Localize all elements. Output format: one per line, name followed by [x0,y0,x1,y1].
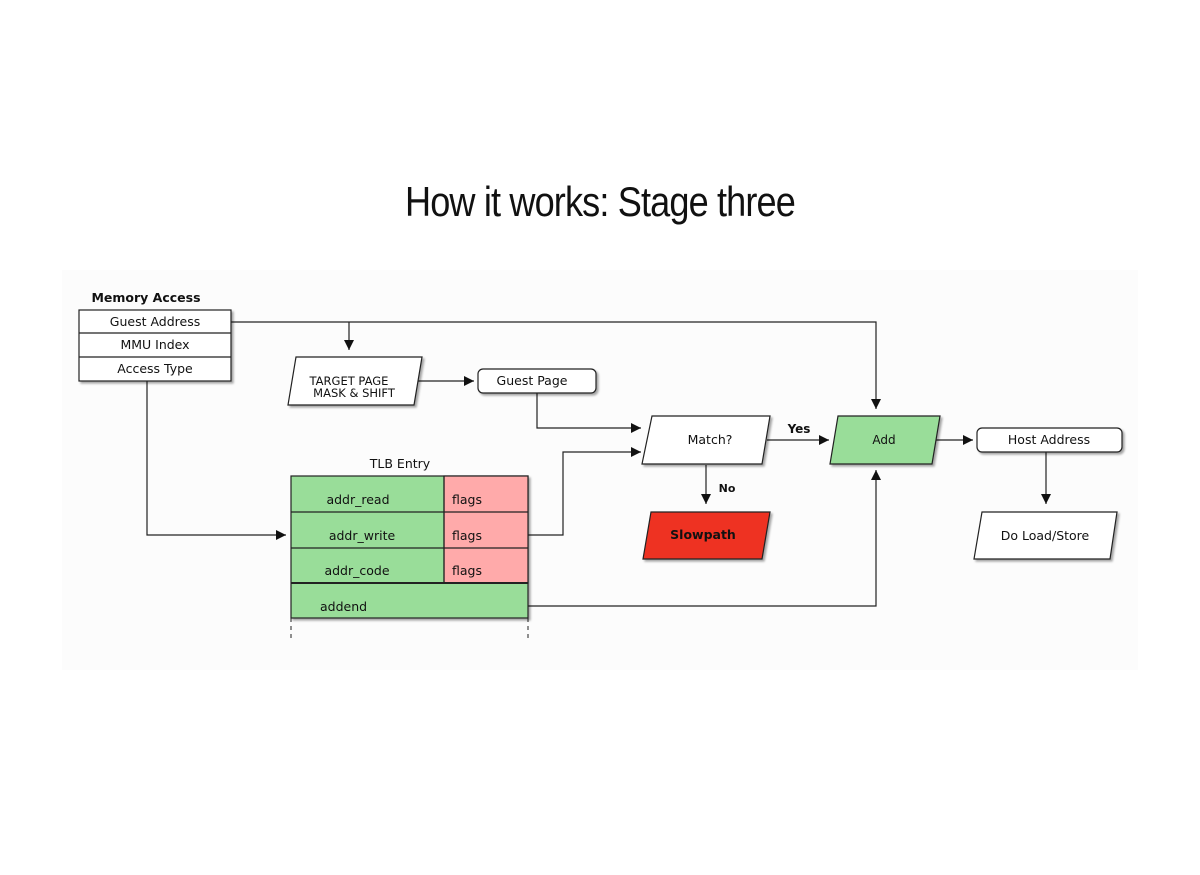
guest-page-node [477,368,597,394]
no-label: No [719,482,736,495]
slowpath-label: Slowpath [670,527,736,542]
tlb-row-addr-code: addr_code [324,563,389,578]
target-page-line1: TARGET PAGE [309,374,389,388]
tlb-entry-label: TLB Entry [369,456,431,471]
match-decision-node [641,415,771,465]
field-access-type: Access Type [117,361,193,376]
tlb-flags-write: flags [452,528,482,543]
edge-tlb-to-match [528,447,641,536]
slide-title: How it works: Stage three [404,178,796,225]
load-store-label: Do Load/Store [1001,528,1090,543]
memory-access-label: Memory Access [91,290,200,305]
target-page-node [287,356,423,406]
guest-page-label: Guest Page [497,373,568,388]
field-guest-address: Guest Address [110,314,200,329]
host-address-node [976,427,1123,453]
edge-addend-to-add [528,470,881,607]
slowpath-node [642,511,771,560]
edge-access-type-to-tlb [146,381,286,540]
load-store-node [973,511,1118,560]
yes-label: Yes [787,422,811,436]
memory-access-record [78,309,232,382]
tlb-row-addr-read: addr_read [326,492,389,507]
edge-guest-address-to-add [231,321,881,409]
field-mmu-index: MMU Index [120,337,189,352]
add-label: Add [872,433,895,447]
tlb-flags-read: flags [452,492,482,507]
tlb-addend: addend [320,599,367,614]
tlb-flags-code: flags [452,563,482,578]
edge-guest-page-to-match [536,393,641,433]
diagram-panel [62,270,1138,670]
tlb-row-addr-write: addr_write [329,528,396,543]
match-label: Match? [688,432,733,447]
add-node [829,415,941,465]
target-page-line2: MASK & SHIFT [313,386,396,400]
host-address-label: Host Address [1008,432,1090,447]
